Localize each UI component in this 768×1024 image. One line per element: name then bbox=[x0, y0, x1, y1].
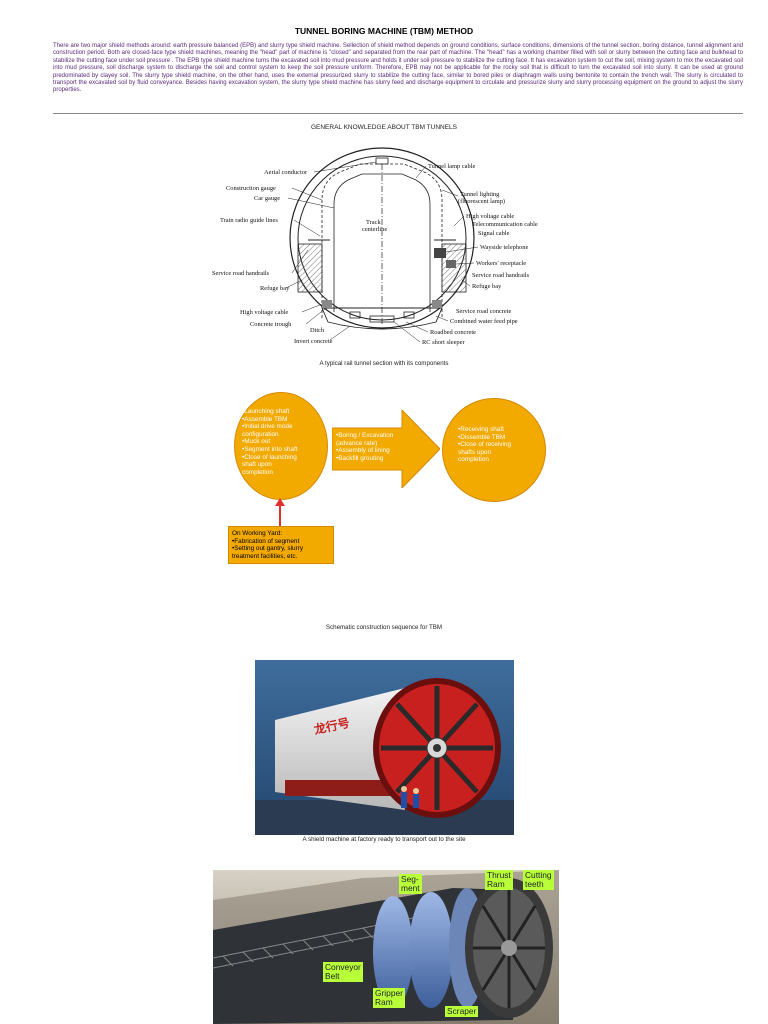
label-train-radio: Train radio guide lines bbox=[220, 217, 278, 224]
tbm-cutaway-illustration: Seg- ment Thrust Ram Cutting teeth Conve… bbox=[213, 870, 559, 1024]
track-centerline-label-2: centerline bbox=[362, 226, 387, 233]
receive-item: •Close of receiving bbox=[458, 441, 512, 449]
construction-sequence-diagram: •Launching shaft •Assemble TBM •Initial … bbox=[228, 392, 558, 574]
yard-up-arrow bbox=[275, 498, 285, 526]
label-invert-concrete: Invert concrete bbox=[294, 338, 333, 345]
label-tunnel-lamp-cable: Tunnel lamp cable bbox=[428, 163, 475, 170]
label-aerial-conductor: Aerial conductor bbox=[264, 169, 308, 176]
arrow-item: (advance rate) bbox=[336, 439, 378, 447]
launch-item: •Muck out bbox=[242, 438, 271, 446]
receive-item: •Dissemble TBM bbox=[458, 433, 506, 441]
machine-photo-caption: A shield machine at factory ready to tra… bbox=[302, 836, 466, 843]
label-ditch: Ditch bbox=[310, 327, 325, 334]
launch-items: •Launching shaft •Assemble TBM •Initial … bbox=[242, 408, 298, 476]
yard-item: •Fabrication of segment bbox=[232, 537, 300, 545]
document-title: TUNNEL BORING MACHINE (TBM) METHOD bbox=[294, 26, 474, 36]
divider bbox=[53, 113, 743, 114]
launch-item: configuration bbox=[242, 430, 279, 438]
label-water-feed-pipe: Combined water feed pipe bbox=[450, 318, 518, 325]
label-service-handrails-right: Service road handrails bbox=[472, 272, 530, 279]
right-labels: Tunnel lamp cable Tunnel lighting (fluor… bbox=[393, 163, 538, 346]
label-refuge-bay-left: Refuge bay bbox=[260, 285, 290, 292]
launch-item: shaft upon bbox=[242, 461, 272, 469]
label-fluorescent-lamp: (fluorescent lamp) bbox=[458, 198, 505, 205]
arrow-item: •Assembly of lining bbox=[336, 447, 390, 455]
label-refuge-bay-right: Refuge bay bbox=[472, 283, 502, 290]
label-thrust-ram: Thrust Ram bbox=[485, 870, 513, 890]
launch-circle bbox=[234, 392, 328, 500]
label-cutting-teeth: Cutting teeth bbox=[523, 870, 554, 890]
sequence-caption: Schematic construction sequence for TBM bbox=[325, 624, 443, 631]
arrow-item: •Backfill grouting bbox=[336, 454, 384, 462]
label-conveyor-belt: Conveyor Belt bbox=[323, 962, 363, 982]
receive-items: •Receiving shaft •Dissemble TBM •Close o… bbox=[458, 426, 511, 464]
svg-text:龙行号: 龙行号 bbox=[313, 715, 351, 737]
track-centerline-label: Track bbox=[366, 219, 381, 226]
label-gripper-ram: Gripper Ram bbox=[373, 988, 405, 1008]
launch-item: •Close of launching bbox=[242, 453, 297, 461]
launch-item: •Segment into shaft bbox=[242, 445, 298, 453]
yard-items: On Working Yard: •Fabrication of segment… bbox=[232, 530, 303, 560]
left-labels: Aerial conductor Construction gauge Car … bbox=[212, 161, 377, 345]
label-wayside-telephone: Wayside telephone bbox=[480, 244, 528, 251]
label-scraper: Scraper bbox=[445, 1006, 479, 1017]
label-concrete-trough: Concrete trough bbox=[250, 321, 292, 328]
label-car-gauge: Car gauge bbox=[254, 195, 280, 202]
label-service-handrails-left: Service road handrails bbox=[212, 270, 270, 277]
label-roadbed-concrete: Roadbed concrete bbox=[430, 329, 476, 336]
launch-item: •Assemble TBM bbox=[242, 415, 288, 423]
receive-item: •Receiving shaft bbox=[458, 426, 504, 433]
label-workers-receptacle: Workers' receptacle bbox=[476, 260, 526, 267]
launch-item: completion bbox=[242, 468, 273, 476]
arrow-item: •Boring / Excavation bbox=[336, 432, 394, 439]
yard-item: treatment facilities, etc. bbox=[232, 552, 298, 560]
label-rc-short-sleeper: RC short sleeper bbox=[422, 339, 465, 346]
label-tunnel-lighting: Tunnel lighting bbox=[460, 191, 500, 198]
label-hv-cable-right: High voltage cable bbox=[466, 213, 514, 220]
arrow-items: •Boring / Excavation (advance rate) •Ass… bbox=[336, 432, 393, 462]
label-service-road-concrete: Service road concrete bbox=[456, 308, 512, 315]
label-signal-cable: Signal cable bbox=[478, 230, 510, 237]
receive-circle bbox=[442, 398, 546, 502]
label-telecom-cable: Telecommunication cable bbox=[472, 221, 538, 228]
launch-item: •Launching shaft bbox=[242, 408, 290, 415]
label-hv-cable-left: High voltage cable bbox=[240, 309, 288, 316]
launch-item: •Initial drive mode bbox=[242, 423, 293, 431]
working-yard-box: On Working Yard: •Fabrication of segment… bbox=[228, 526, 334, 564]
yard-item: On Working Yard: bbox=[232, 530, 283, 537]
yard-item: •Setting out gantry, slurry bbox=[232, 545, 304, 553]
label-construction-gauge: Construction gauge bbox=[226, 185, 276, 192]
tunnel-section-caption: A typical rail tunnel section with its c… bbox=[319, 360, 449, 367]
shield-machine-photo: 龙行号 bbox=[255, 660, 514, 835]
label-segment: Seg- ment bbox=[399, 874, 422, 894]
receive-item: completion bbox=[458, 456, 489, 464]
advance-arrow bbox=[332, 410, 440, 488]
receive-item: shafts upon bbox=[458, 448, 492, 456]
tunnel-section-diagram: Track centerline Aerial conductor Constr… bbox=[210, 140, 540, 352]
intro-paragraph: There are two major shield methods aroun… bbox=[53, 43, 743, 94]
section-heading: GENERAL KNOWLEDGE ABOUT TBM TUNNELS bbox=[310, 124, 458, 131]
